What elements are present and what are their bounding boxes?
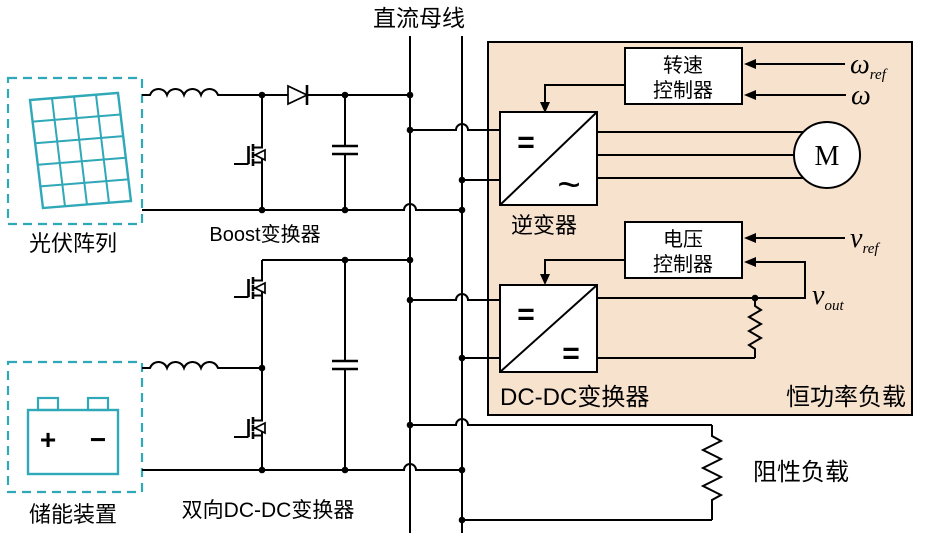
capacitor-symbol [332, 359, 358, 371]
dcdc-converter: = = DC-DC变换器 恒功率负载 [410, 257, 906, 411]
wire [410, 418, 712, 426]
resistive-load: 阻性负载 [410, 418, 849, 521]
dcdc-dc-symbol-top: = [517, 298, 535, 331]
solar-panel-symbol [28, 91, 133, 210]
motor-circle [793, 121, 861, 189]
inverter-dc-symbol: = [517, 126, 535, 159]
resistive-load-label: 阻性负载 [753, 459, 849, 486]
inverter-label: 逆变器 [511, 213, 577, 238]
mosfet-symbol [232, 133, 267, 177]
arrowhead [744, 90, 756, 100]
inductor-symbol [142, 88, 288, 99]
dcdc-diagonal [499, 284, 598, 373]
pv-array [6, 76, 144, 226]
v-out-feedback-wire [597, 261, 806, 299]
resistor-symbol [700, 425, 724, 520]
battery-dashed-box [6, 360, 144, 494]
v-ref-label: vref [850, 223, 880, 257]
voltage-controller: 电压 控制器 vref vout [540, 221, 880, 314]
wire [142, 463, 462, 471]
voltage-controller-label-line1: 电压 [663, 228, 703, 251]
arrowhead [540, 274, 550, 285]
wire [142, 203, 462, 211]
pv-label: 光伏阵列 [29, 231, 117, 256]
inverter-ac-symbol: ~ [557, 163, 580, 207]
cpl-label: 恒功率负载 [786, 384, 906, 411]
motor-label: M [815, 141, 840, 172]
inverter-diagonal [499, 111, 598, 206]
mosfet-symbol [232, 266, 267, 310]
battery: + − [6, 360, 144, 494]
speed-controller-box [624, 47, 743, 105]
arrowhead [744, 59, 756, 69]
wire [410, 293, 500, 359]
wire [410, 123, 500, 181]
capacitor-symbol [332, 144, 358, 156]
speed-controller-label-line2: 控制器 [653, 79, 713, 102]
speed-controller: 转速 控制器 ωref ω [540, 47, 888, 113]
inverter: = ~ 逆变器 [410, 111, 598, 238]
dc-bus: 直流母线 [373, 5, 465, 533]
arrowhead [540, 102, 550, 113]
arrowhead [744, 257, 756, 267]
speed-control-output-wire [544, 84, 625, 110]
boost-converter [142, 84, 462, 211]
dcdc-label: DC-DC变换器 [500, 384, 649, 411]
speed-controller-label-line1: 转速 [663, 54, 703, 77]
boost-label: Boost变换器 [209, 223, 320, 246]
cpl-resistor-symbol [747, 298, 763, 358]
omega-ref-label: ωref [850, 49, 888, 83]
bidirectional-label: 双向DC-DC变换器 [182, 499, 355, 522]
junction-dots [258, 91, 759, 524]
battery-minus-sign: − [90, 424, 106, 455]
motor: M [597, 121, 861, 189]
dcdc-dc-symbol-bottom: = [562, 337, 580, 370]
diode-symbol [287, 84, 309, 106]
battery-symbol: + − [26, 396, 120, 476]
omega-label: ω [851, 80, 871, 111]
motor-phase-wires [597, 131, 812, 179]
inductor-symbol [142, 361, 262, 372]
voltage-controller-label-line2: 控制器 [653, 253, 713, 276]
battery-plus-sign: + [40, 424, 56, 455]
voltage-controller-box [624, 221, 743, 279]
arrowhead [744, 233, 756, 243]
pv-dashed-box [6, 76, 144, 226]
bidirectional-converter [142, 259, 462, 471]
mosfet-symbol [232, 406, 267, 450]
v-out-label: vout [812, 280, 844, 314]
battery-label: 储能装置 [29, 502, 117, 527]
dc-bus-label: 直流母线 [373, 5, 465, 31]
